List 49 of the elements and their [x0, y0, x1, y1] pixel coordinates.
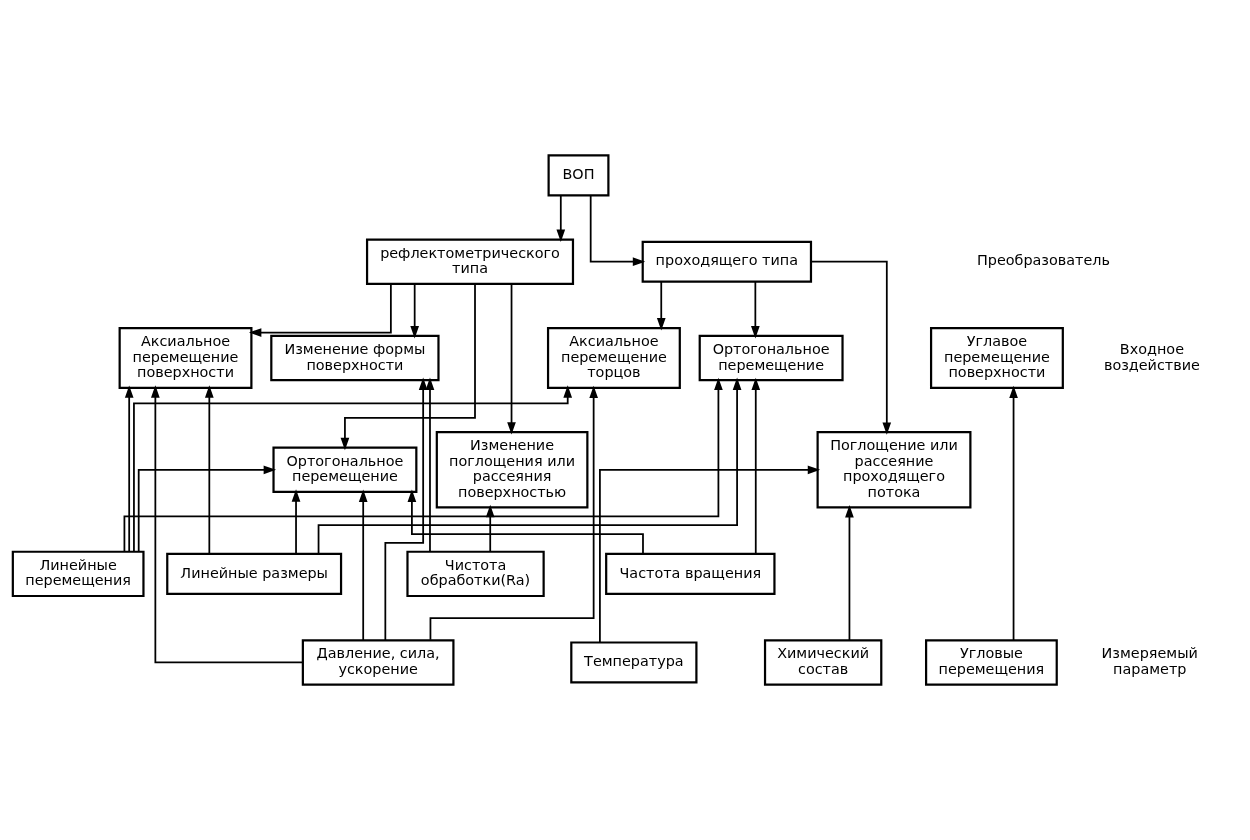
node-box: Поглощение или рассеяние проходящего потока [816, 431, 972, 509]
arrow [485, 504, 495, 553]
node-box: Аксиальное перемещение торцов [546, 327, 681, 389]
arrow [1009, 385, 1018, 641]
node-box: проходящего типа [641, 240, 813, 283]
arrow [656, 280, 666, 331]
node-box: Углавое перемещение поверхности [929, 327, 1064, 389]
arrow [425, 377, 435, 553]
node-box: Чистота обработки(Ra) [406, 550, 545, 598]
arrow [751, 280, 760, 339]
arrow [124, 385, 134, 553]
node-box: Ортогональное перемещение [272, 446, 418, 494]
arrow [429, 385, 598, 641]
arrow [410, 283, 419, 339]
label: Измеряемый параметр [1101, 645, 1198, 677]
arrow [317, 377, 742, 555]
node-box: Линейные размеры [166, 552, 343, 595]
arrow [340, 283, 476, 451]
node-box: Химический состав [763, 639, 883, 686]
arrow [358, 489, 368, 641]
label: Входное воздействие [1103, 341, 1200, 373]
arrow [133, 385, 573, 553]
node-box: Изменение формы поверхности [270, 334, 440, 382]
node-box: ВОП [547, 154, 610, 197]
node-box: Изменение поглощения или рассеяния поверхностью [435, 431, 589, 509]
arrow [556, 194, 566, 243]
arrow [599, 465, 821, 644]
node-box: Температура [570, 641, 698, 684]
arrow [507, 283, 516, 435]
node-box: Ортогональное перемещение [698, 334, 844, 382]
arrow [123, 377, 723, 553]
arrow [810, 260, 892, 435]
arrow [589, 194, 646, 267]
node-box: Частота вращения [605, 552, 776, 595]
arrow [151, 385, 304, 664]
node-box: Угловые перемещения [925, 639, 1058, 686]
arrow [384, 377, 428, 642]
arrow [407, 489, 644, 555]
arrow [751, 377, 761, 555]
label: Преобразователь [976, 252, 1110, 269]
arrow [137, 465, 277, 553]
node-box: Линейные перемещения [11, 550, 145, 598]
arrow [845, 505, 854, 641]
arrow [204, 385, 214, 555]
arrow [291, 489, 301, 555]
node-box: Аксиальное перемещение поверхности [118, 327, 253, 389]
arrow [248, 283, 392, 337]
node-box: Давление, сила, ускорение [301, 639, 455, 686]
node-box: рефлектометрического типа [365, 238, 575, 285]
